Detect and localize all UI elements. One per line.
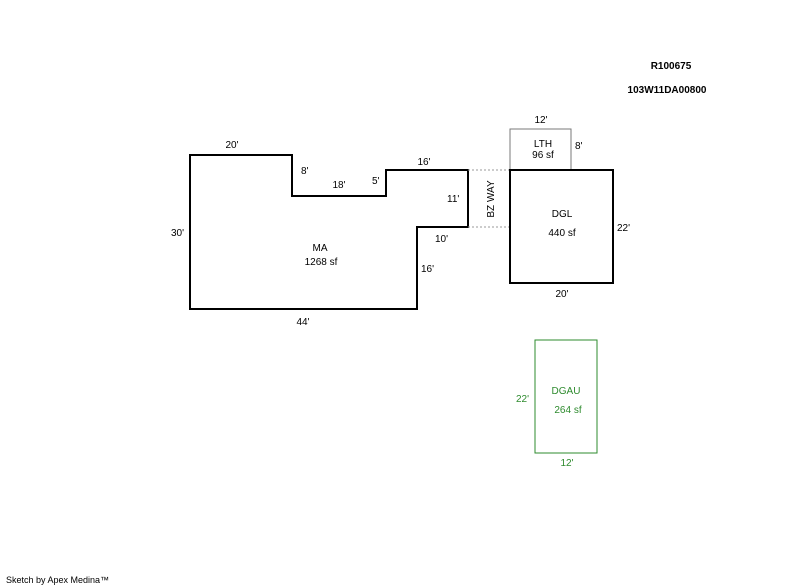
lth-outline — [509, 128, 572, 170]
sketch-credit: Sketch by Apex Medina™ — [6, 575, 109, 585]
ma-dim-top: 20' — [225, 140, 238, 151]
dgau-area: 264 sf — [554, 405, 581, 416]
ma-dim-notch-depth: 8' — [301, 166, 309, 177]
ma-dim-left: 30' — [171, 228, 184, 239]
lth-code: LTH — [534, 139, 552, 150]
parcel-id: R100675 — [651, 61, 692, 72]
lth-area: 96 sf — [532, 150, 554, 161]
ma-outline — [189, 154, 469, 310]
ma-area: 1268 sf — [305, 257, 338, 268]
ma-code: MA — [313, 243, 328, 254]
dgau-code: DGAU — [552, 386, 581, 397]
lth-dim-side: 8' — [575, 141, 583, 152]
dgau-dim-bottom: 12' — [560, 458, 573, 469]
ma-dim-bottom: 44' — [296, 317, 309, 328]
breezeway-label: BZ WAY — [486, 180, 497, 218]
lth-dim-top: 12' — [534, 115, 547, 126]
ma-dim-inset: 10' — [435, 234, 448, 245]
ma-dim-upper-right: 16' — [417, 157, 430, 168]
dgau-outline — [534, 339, 598, 454]
ma-dim-right-lower: 16' — [421, 264, 434, 275]
ma-dim-step: 5' — [372, 176, 380, 187]
dgau-dim-side: 22' — [516, 394, 529, 405]
account-id: 103W11DA00800 — [628, 85, 707, 96]
ma-dim-notch-bottom: 18' — [332, 180, 345, 191]
dgl-dim-side: 22' — [617, 223, 630, 234]
dgl-code: DGL — [552, 209, 573, 220]
dgl-area: 440 sf — [548, 228, 575, 239]
ma-dim-right-short: 11' — [447, 194, 459, 205]
dgl-outline — [509, 169, 614, 284]
dgl-dim-bottom: 20' — [555, 289, 568, 300]
